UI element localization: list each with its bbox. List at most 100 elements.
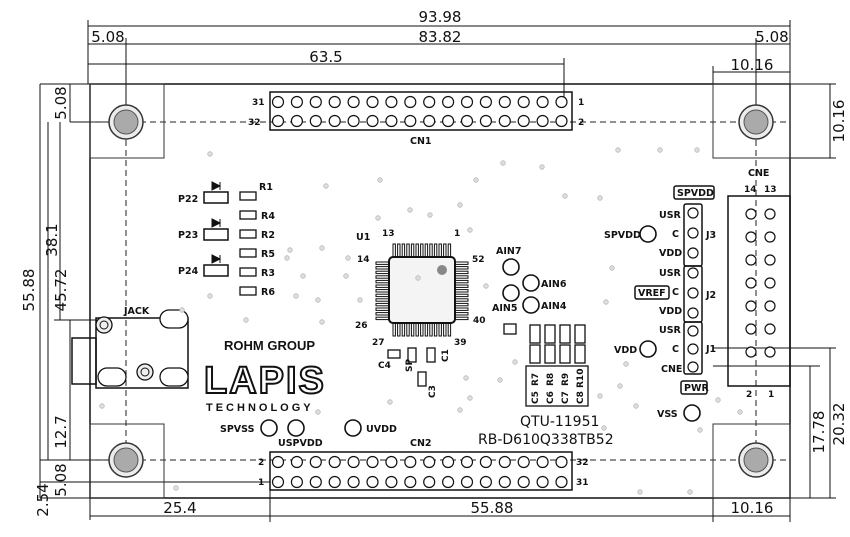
via — [315, 409, 321, 415]
j1-c: C — [672, 344, 679, 355]
header-pin — [328, 475, 341, 489]
ic-pin — [392, 322, 396, 337]
center-lines — [90, 120, 790, 461]
via — [497, 377, 503, 383]
header-pin — [498, 114, 511, 128]
dim-right-17-78: 17.78 — [810, 411, 828, 454]
vref-box — [634, 285, 670, 300]
jumper-pin — [687, 247, 699, 259]
header-pin — [423, 95, 436, 109]
bank-c6: C6 — [546, 391, 556, 404]
header-pin — [309, 455, 322, 469]
ic-pin — [454, 312, 469, 316]
header-pin — [479, 95, 492, 109]
header-pin — [271, 95, 285, 109]
pwr-box-label: PWR — [684, 383, 709, 394]
ic-pin — [375, 266, 390, 270]
jack-label: JACK — [123, 306, 150, 317]
cne-pin-13: 13 — [764, 185, 777, 195]
dim-left-55-88: 55.88 — [20, 269, 38, 312]
header-pin — [442, 455, 455, 469]
via — [319, 245, 325, 251]
ic-pin — [424, 243, 429, 258]
dim-bottom-25-4: 25.4 — [163, 499, 196, 517]
cne-pins — [745, 208, 776, 358]
tp-vdd: VDD — [614, 345, 637, 356]
sp-label: SP — [405, 359, 415, 372]
rc-bank-pads — [525, 324, 589, 407]
ic-pin — [454, 279, 469, 284]
header-pin — [555, 455, 568, 469]
header-pin — [347, 95, 360, 109]
cn1-label: CN1 — [410, 136, 432, 147]
header-pin — [309, 475, 322, 489]
header-pin — [423, 455, 436, 469]
ic-pin-52: 52 — [472, 255, 485, 265]
j1-usr: USR — [659, 325, 682, 336]
ic-pin — [375, 316, 390, 321]
tp-spvss: SPVSS — [220, 424, 255, 435]
via — [319, 319, 325, 325]
ic-pin — [433, 243, 438, 258]
via — [173, 485, 179, 491]
jumper-strips — [683, 203, 703, 375]
via — [179, 307, 185, 313]
header-pin — [498, 95, 511, 109]
small-passives — [387, 323, 517, 387]
header-pin — [555, 95, 568, 109]
ic-pin — [415, 322, 419, 337]
ic-pin — [375, 307, 390, 311]
dim-left-2-54: 2.54 — [34, 483, 52, 516]
ic-pin — [454, 270, 469, 275]
cn2-pin-1: 1 — [258, 478, 264, 488]
led-p22 — [203, 181, 229, 204]
j3-usr: USR — [659, 210, 682, 221]
technology-text: TECHNOLOGY — [206, 402, 314, 414]
header-pin — [290, 455, 303, 469]
ic-pin — [415, 243, 419, 258]
jumper-pin — [687, 307, 699, 319]
header-pin — [290, 95, 303, 109]
jumper-pin — [687, 361, 699, 373]
test-point-circles — [260, 225, 701, 437]
ic-pin — [420, 322, 424, 337]
header-pin — [460, 114, 474, 128]
dim-top-inner: 83.82 — [419, 28, 462, 46]
board-id-part: RB-D610Q338TB52 — [478, 432, 614, 448]
cn2-label: CN2 — [410, 438, 432, 449]
via — [243, 317, 249, 323]
via — [697, 427, 703, 433]
ic-pin — [424, 322, 429, 337]
header-pin — [404, 95, 417, 109]
ic-pin — [375, 298, 390, 302]
via — [715, 397, 721, 403]
resistor-r3-label: R3 — [261, 268, 275, 279]
via — [687, 489, 693, 495]
j2-c: C — [672, 287, 679, 298]
cne-pin — [745, 346, 757, 358]
resistor-r5-label: R5 — [261, 249, 275, 260]
cne-pin — [745, 300, 757, 312]
cne-pin — [764, 323, 776, 335]
resistor-r4-label: R4 — [261, 211, 275, 222]
dim-left-12-7: 12.7 — [52, 415, 70, 448]
via — [597, 195, 603, 201]
via — [415, 275, 421, 281]
c3-label: C3 — [428, 385, 438, 398]
ic-pin — [410, 243, 415, 258]
cn1-pins — [271, 95, 568, 128]
header-pin — [498, 455, 511, 469]
cne-pin — [745, 254, 757, 266]
via — [287, 247, 293, 253]
dimension-lines — [39, 20, 836, 522]
dim-bottom-10-16: 10.16 — [731, 499, 774, 517]
j2-usr: USR — [659, 268, 682, 279]
ic-pin-1: 1 — [454, 229, 460, 239]
ic-pin — [443, 243, 447, 258]
resistor-r1-label: R1 — [259, 182, 273, 193]
via — [694, 147, 700, 153]
via — [500, 160, 506, 166]
ic-pin — [401, 322, 406, 337]
cne-connector — [727, 195, 791, 387]
ic-pin — [429, 243, 433, 258]
